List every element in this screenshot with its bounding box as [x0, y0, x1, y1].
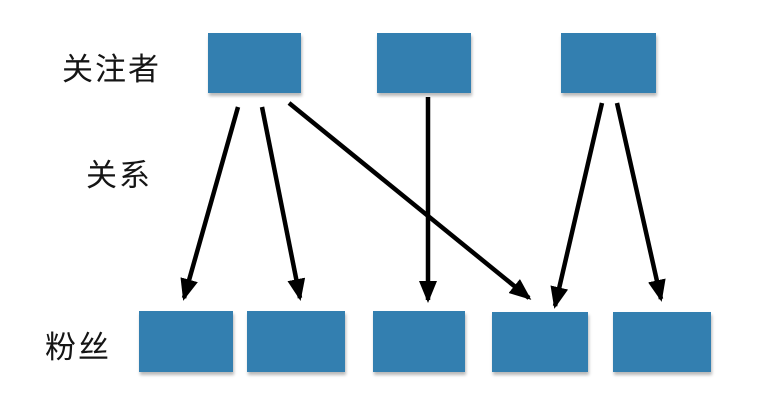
- followee-3-box: [561, 33, 656, 93]
- fan-4-box: [492, 312, 588, 372]
- arrow-followee-1-to-fan-4: [287, 101, 532, 300]
- arrow-followee-3-to-fan-4: [550, 102, 605, 309]
- followee-2-box: [377, 33, 471, 93]
- arrow-followee-3-to-fan-5: [614, 102, 666, 302]
- fan-3-box: [373, 311, 465, 372]
- label-followees: 关注者: [62, 52, 161, 87]
- fan-2-box: [247, 311, 345, 372]
- label-relationship: 关系: [86, 158, 152, 193]
- label-fans: 粉丝: [45, 330, 111, 365]
- arrow-followee-1-to-fan-2: [259, 106, 306, 301]
- fan-5-box: [613, 312, 711, 372]
- arrow-followee-1-to-fan-1: [180, 106, 241, 301]
- fan-1-box: [139, 311, 233, 372]
- followee-1-box: [208, 33, 301, 93]
